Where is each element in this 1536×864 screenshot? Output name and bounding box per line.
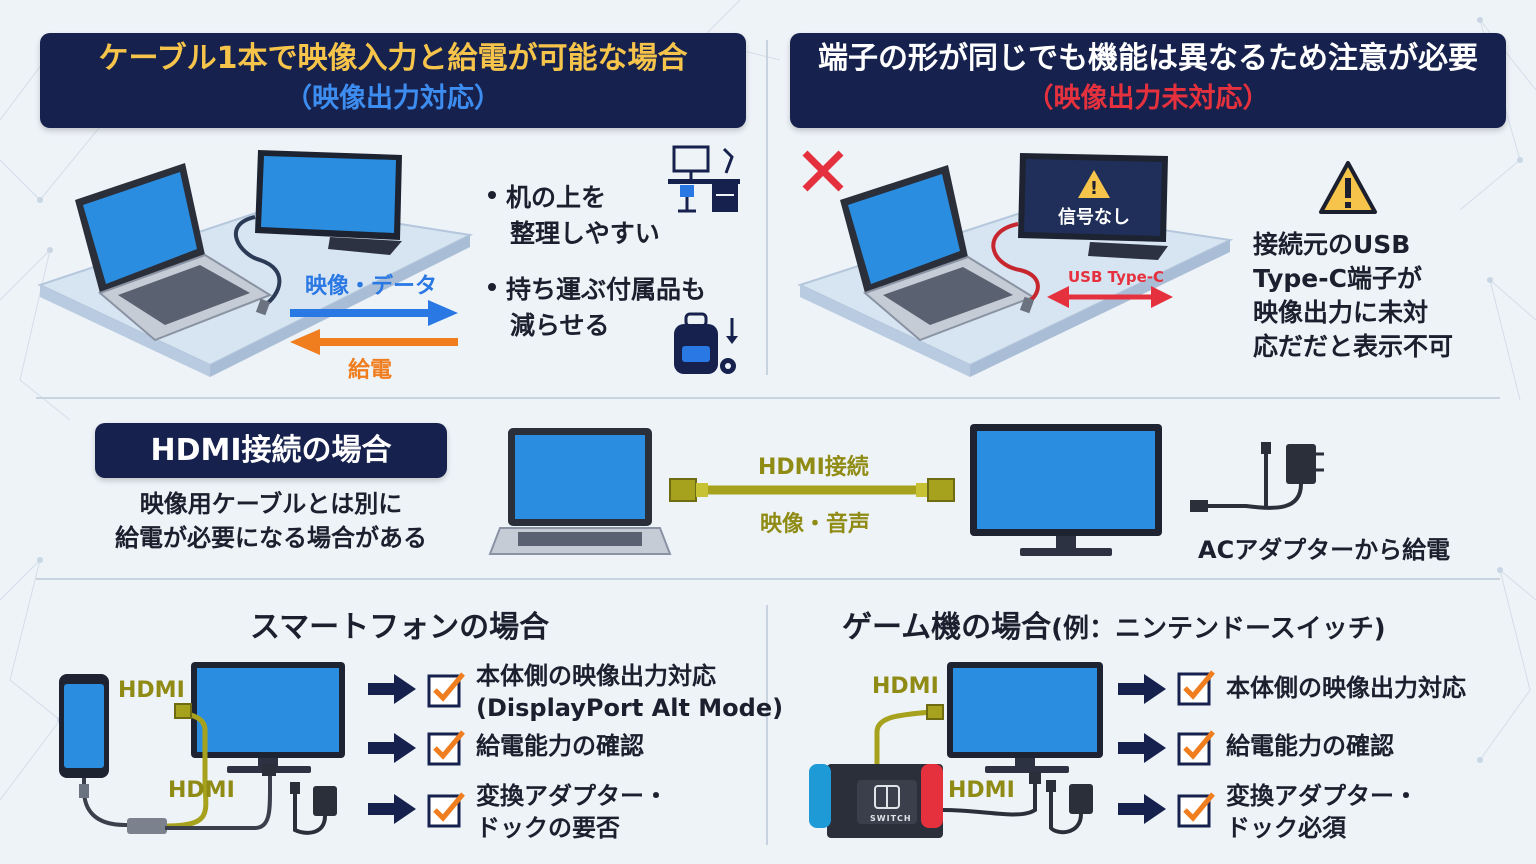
hdmi-monitor-icon: [970, 424, 1162, 556]
arrow-right-icon: [1118, 674, 1166, 704]
supported-illustration: [37, 150, 474, 377]
unsupported-illustration: !: [797, 153, 1234, 377]
hdmi-description: 映像用ケーブルとは別に 給電が必要になる場合がある: [115, 490, 427, 552]
hdmi-cable-label-bottom: 映像・音声: [760, 512, 871, 537]
switch-logo-text: SWITCH: [870, 814, 912, 823]
game-hdmi-label-2: HDMI: [948, 778, 1015, 803]
usb-type-c-label: USB Type-C: [1068, 268, 1165, 286]
arrow-right-icon: [368, 674, 416, 704]
smartphone-hdmi-label-1: HDMI: [118, 678, 185, 703]
arrow-right-icon: [368, 794, 416, 824]
power-arrow: [290, 329, 458, 355]
desk-icon: [668, 145, 740, 213]
smartphone-title: スマートフォンの場合: [250, 610, 550, 645]
unsupported-subtitle: （映像出力未対応）: [1026, 83, 1270, 114]
smartphone-hdmi-label-2: HDMI: [168, 778, 235, 803]
checkbox-icon: [1177, 792, 1215, 828]
arrow-right-icon: [1118, 794, 1166, 824]
arrow-right-icon: [1118, 733, 1166, 763]
checkbox-icon: [427, 792, 465, 828]
game-illustration: [809, 662, 1103, 838]
ac-adapter-label: ACアダプターから給電: [1198, 536, 1451, 564]
video-data-label: 映像・データ: [305, 274, 438, 299]
hdmi-title: HDMI接続の場合: [150, 433, 392, 468]
backpack-icon: [674, 312, 738, 374]
divider-top: [36, 397, 1500, 399]
power-label: 給電: [348, 358, 393, 383]
checkbox-icon: [427, 730, 465, 766]
benefit-2: 持ち運ぶ付属品も 減らせる: [488, 272, 706, 344]
hdmi-cable: [669, 478, 955, 502]
smartphone-monitor-icon: [191, 662, 345, 773]
smartphone-illustration: [59, 662, 345, 835]
divider-middle: [36, 578, 1500, 580]
supported-title: ケーブル1本で映像入力と給電が可能な場合: [98, 41, 688, 76]
ac-adapter-icon: [1190, 442, 1324, 512]
checkbox-icon: [1177, 670, 1215, 706]
no-signal-monitor-icon: !: [1018, 153, 1168, 260]
smartphone-icon: [59, 674, 109, 778]
unsupported-note: 接続元のUSB Type-C端子が 映像出力に未対 応だだと表示不可: [1253, 230, 1454, 361]
no-signal-text: 信号なし: [1058, 207, 1130, 228]
warning-icon: [1319, 161, 1377, 214]
supported-banner: ケーブル1本で映像入力と給電が可能な場合 （映像出力対応）: [40, 33, 746, 128]
game-console-icon: [809, 764, 943, 838]
hdmi-banner: HDMI接続の場合: [95, 423, 447, 478]
arrow-right-icon: [368, 733, 416, 763]
checkbox-icon: [1177, 730, 1215, 766]
svg-text:!: !: [1090, 178, 1098, 199]
hdmi-cable-label-top: HDMI接続: [758, 455, 869, 480]
supported-subtitle: （映像出力対応）: [285, 83, 501, 114]
game-title: ゲーム機の場合(例：ニンテンドースイッチ): [842, 610, 1386, 645]
usb-type-c-double-arrow: [1047, 286, 1173, 308]
unsupported-title: 端子の形が同じでも機能は異なるため注意が必要: [818, 41, 1478, 76]
hdmi-laptop-icon: [488, 428, 672, 555]
portable-monitor-icon: [255, 150, 402, 255]
unsupported-banner: 端子の形が同じでも機能は異なるため注意が必要 （映像出力未対応）: [790, 33, 1506, 128]
checkbox-icon: [427, 672, 465, 708]
divider-top-vertical: [766, 40, 768, 375]
laptop-icon: [75, 163, 273, 342]
game-monitor-icon: [947, 662, 1103, 773]
laptop-icon: [840, 165, 1036, 342]
video-data-arrow: [290, 300, 458, 326]
x-mark-icon: [802, 150, 844, 192]
benefit-1: 机の上を 整理しやすい: [488, 180, 660, 252]
divider-bottom-vertical: [766, 605, 768, 845]
game-hdmi-label-1: HDMI: [872, 674, 939, 699]
